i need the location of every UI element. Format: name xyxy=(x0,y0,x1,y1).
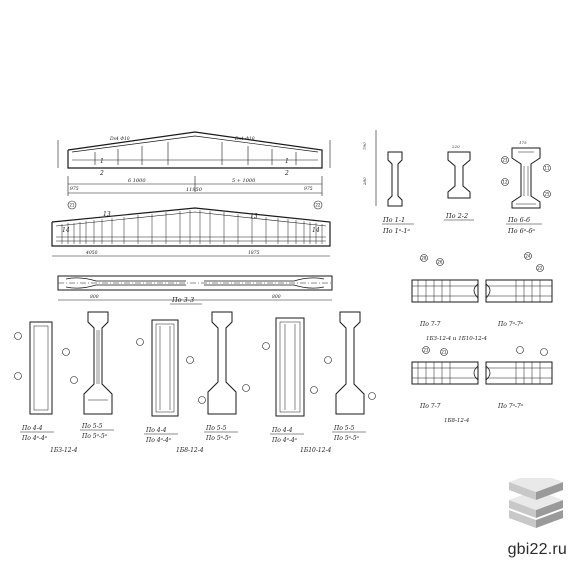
sec55-a-bot: По 5ᵃ-5ᵃ xyxy=(81,433,107,440)
callout-number: 23 xyxy=(423,348,429,353)
beam-reinforcement: 4050 1875 13 14 13 14 xyxy=(51,200,331,257)
callout-number: 24 xyxy=(525,254,531,259)
group-right-bot: 1Б8-12-4 xyxy=(444,418,470,424)
callout-number: 11 xyxy=(544,166,550,171)
sec66-top: По 6-6 xyxy=(507,216,530,224)
sec44-c-top: По 4-4 xyxy=(271,427,293,434)
site-url[interactable]: gbi22.ru xyxy=(507,541,567,558)
dim-span-right: 5 + 1000 xyxy=(232,178,256,184)
callout-number: 28 xyxy=(421,256,427,261)
sec55-b-top: По 5-5 xyxy=(205,425,227,432)
sec77-top-l: По 7-7 xyxy=(419,321,441,328)
dim-mid-a: 4050 xyxy=(85,250,98,256)
sec11-top: По 1-1 xyxy=(382,216,405,224)
sec55-c-top: По 5-5 xyxy=(333,425,355,432)
dim-top-a: Ds4 Ф10 xyxy=(109,136,130,142)
site-logo xyxy=(509,478,563,528)
cross-section-1-1: По 1-1 По 1ᵃ-1ᵃ 280 790 xyxy=(362,130,414,235)
callout-number: 23 xyxy=(502,158,508,163)
callout-number: 21 xyxy=(69,203,75,208)
sec66-bot: По 6ᵃ-6ᵃ xyxy=(507,227,536,235)
sec44-b-top: По 4-4 xyxy=(145,427,167,434)
beam-elevation-top: 6 1000 5 + 1000 11950 975 975 Ds4 Ф10 Ds… xyxy=(57,131,331,196)
group-a-label: 1БЗ-12-4 xyxy=(50,447,78,454)
mark-2b: 2 xyxy=(284,170,289,177)
end-details-lower: По 7-7 По 7ᵃ-7ᵃ 1Б8-12-4 xyxy=(411,346,553,424)
section-3-3-label: По 3-3 xyxy=(171,296,194,304)
rebar-dots xyxy=(94,142,297,165)
sec77-bot-r: По 7ᵃ-7ᵃ xyxy=(497,403,523,410)
mark-13: 13 xyxy=(103,211,111,218)
dim-span-left: 6 1000 xyxy=(128,178,146,184)
dim-total: 11950 xyxy=(186,187,203,193)
cross-section-2-2: 220 По 2-2 xyxy=(444,144,474,221)
sec44-a-top: По 4-4 xyxy=(21,425,43,432)
dim-w2: 175 xyxy=(519,140,527,145)
sec55-a-top: По 5-5 xyxy=(81,423,103,430)
sec77-top-r: По 7ᵃ-7ᵃ xyxy=(497,321,523,328)
sec11-bot: По 1ᵃ-1ᵃ xyxy=(382,227,411,235)
beam-plan: 800 800 По 3-3 xyxy=(57,275,333,305)
dim-h1: 280 xyxy=(362,177,367,186)
sec44-b-bot: По 4ᵃ-4ᵃ xyxy=(145,437,171,444)
group-b-label: 1Б8-12-4 xyxy=(176,447,204,454)
mark-13b: 13 xyxy=(250,213,258,220)
cross-section-6-6: 175 По 6-6 По 6ᵃ-6ᵃ xyxy=(501,140,551,235)
dim-mid-b: 1875 xyxy=(248,250,260,256)
mark-1b: 1 xyxy=(285,158,289,165)
dim-w1: 220 xyxy=(451,144,460,149)
sec77-bot-l: По 7-7 xyxy=(419,403,441,410)
group-c-sections: По 4-4 По 4ᵃ-4ᵃ По 5-5 По 5ᵃ-5ᵃ 1Б10-12-… xyxy=(262,311,376,454)
callout-number: 22 xyxy=(537,266,543,271)
callout-number: 25 xyxy=(544,192,550,197)
dim-top-b: Ds4 Ф10 xyxy=(234,136,255,142)
callout-number: 22 xyxy=(315,203,321,208)
mark-14: 14 xyxy=(62,227,70,234)
callout-number: 26 xyxy=(437,260,443,265)
group-b-sections: По 4-4 По 4ᵃ-4ᵃ По 5-5 По 5ᵃ-5ᵃ 1Б8-12-4 xyxy=(136,311,250,454)
mark-1: 1 xyxy=(100,158,104,165)
sec44-c-bot: По 4ᵃ-4ᵃ xyxy=(271,437,297,444)
stirrups xyxy=(61,210,323,244)
dim-step-b: 800 xyxy=(272,294,281,300)
end-details-upper: По 7-7 По 7ᵃ-7ᵃ 1БЗ-12-4 и 1Б10-12-4 xyxy=(411,252,553,342)
sec22: По 2-2 xyxy=(445,212,468,220)
dim-h2: 790 xyxy=(362,142,367,150)
callout-number: 21 xyxy=(441,350,447,355)
dim-step-a: 800 xyxy=(90,294,99,300)
mark-14b: 14 xyxy=(312,227,320,234)
sec44-a-bot: По 4ᵃ-4ᵃ xyxy=(21,435,47,442)
group-a-sections: По 4-4 По 4ᵃ-4ᵃ По 5-5 По 5ᵃ-5ᵃ 1БЗ-12-4 xyxy=(14,311,114,454)
dim-end-right: 975 xyxy=(304,186,313,192)
group-c-label: 1Б10-12-4 xyxy=(300,447,332,454)
group-right-top: 1БЗ-12-4 и 1Б10-12-4 xyxy=(426,336,487,342)
sec55-b-bot: По 5ᵃ-5ᵃ xyxy=(205,435,231,442)
mark-2: 2 xyxy=(99,170,104,177)
dim-end-left: 975 xyxy=(70,186,79,192)
sec55-c-bot: По 5ᵃ-5ᵃ xyxy=(333,435,359,442)
callout-number: 12 xyxy=(502,180,508,185)
